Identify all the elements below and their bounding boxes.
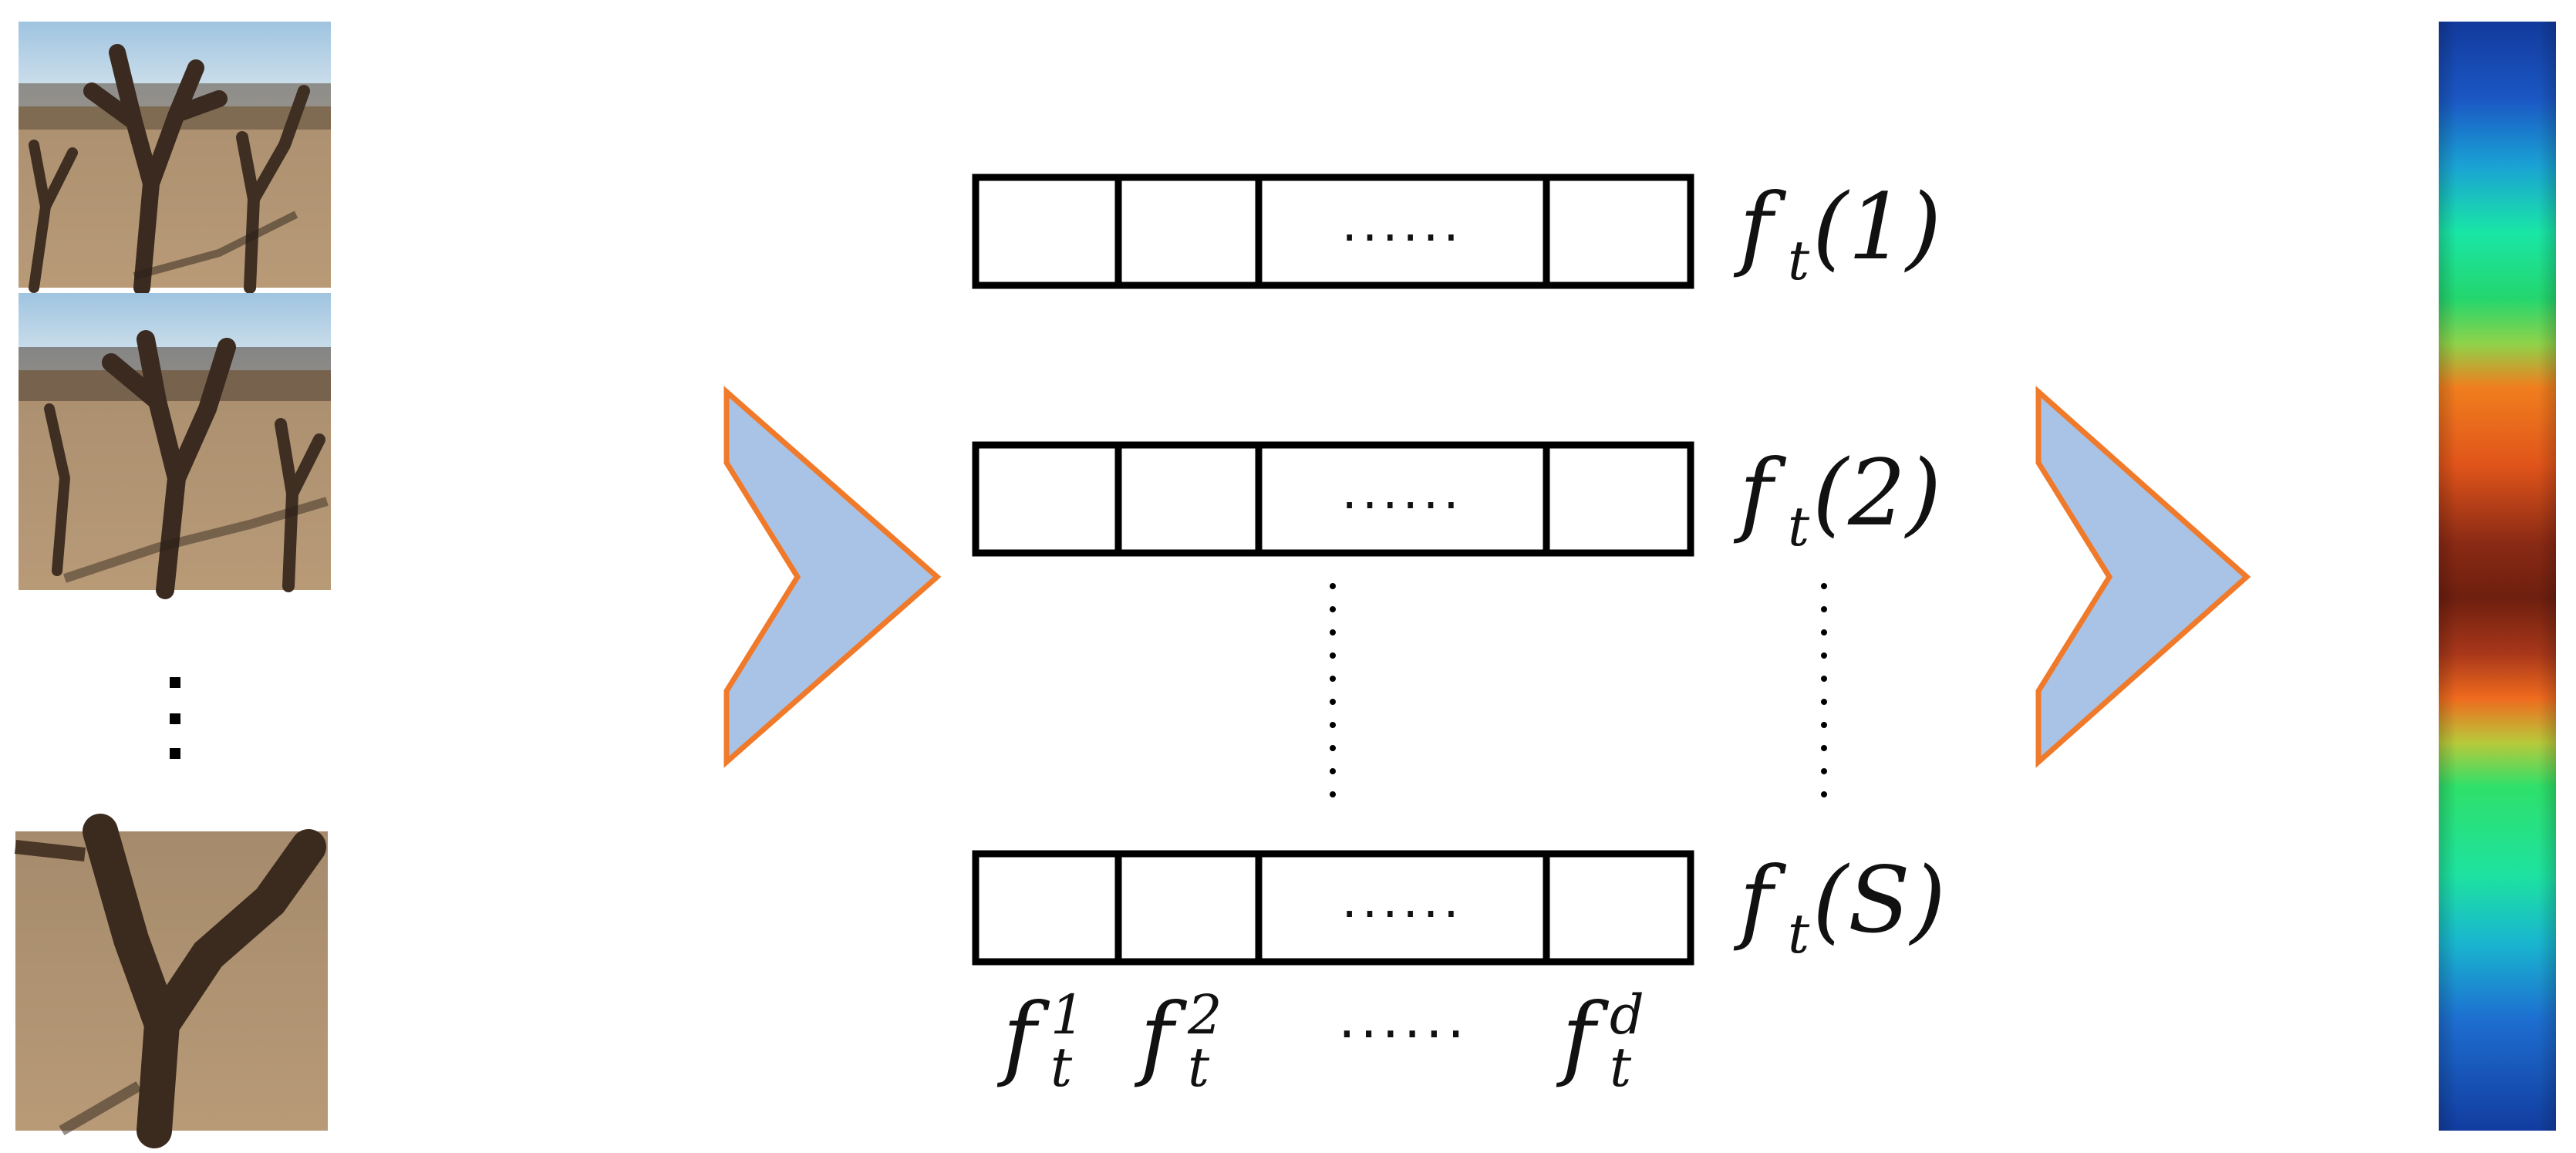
svg-text:d: d — [1610, 983, 1644, 1047]
svg-text:(S): (S) — [1812, 847, 1946, 953]
svg-text:f: f — [1134, 983, 1188, 1090]
feature-cell-ellipsis: ...... — [1341, 872, 1463, 929]
feature-row-box — [972, 174, 1694, 289]
svg-text:t: t — [1788, 495, 1810, 558]
column-label-2: f t 2 — [1134, 983, 1222, 1099]
svg-text:(1): (1) — [1812, 174, 1941, 280]
feature-row-1: ...... — [972, 174, 1694, 289]
feature-cell-ellipsis: ...... — [1341, 196, 1463, 253]
feature-row-S: ...... — [972, 850, 1694, 966]
svg-text:t: t — [1788, 902, 1810, 966]
right-chevron-arrow — [2035, 386, 2251, 768]
feature-cell-ellipsis: ...... — [1341, 464, 1463, 521]
column-label-d: f t d — [1556, 983, 1644, 1099]
svg-text:f: f — [996, 983, 1050, 1090]
column-labels-ellipsis: ...... — [1338, 987, 1469, 1050]
svg-text:t: t — [1610, 1036, 1632, 1099]
svg-text:t: t — [1050, 1036, 1073, 1099]
vertical-ellipsis-lines — [1330, 583, 1827, 821]
svg-text:f: f — [1733, 174, 1787, 280]
row-label-1: f t (1) — [1733, 174, 1941, 292]
feature-row-box — [972, 441, 1694, 557]
svg-text:2: 2 — [1187, 983, 1222, 1047]
svg-text:f: f — [1733, 847, 1787, 953]
svg-text:f: f — [1733, 440, 1787, 546]
svg-text:t: t — [1188, 1036, 1210, 1099]
row-label-S: f t (S) — [1733, 847, 1946, 966]
svg-text:f: f — [1556, 983, 1610, 1090]
feature-rows: .................. — [972, 174, 1694, 966]
photo-frame-2 — [19, 293, 331, 599]
column-label-1: f t 1 — [996, 983, 1085, 1099]
photo-frame-last — [15, 814, 328, 1148]
svg-text:t: t — [1788, 229, 1810, 292]
svg-text:1: 1 — [1050, 983, 1085, 1047]
photo-frame-1 — [19, 22, 331, 296]
feature-row-box — [972, 850, 1694, 966]
frames-ellipsis — [170, 677, 180, 759]
feature-row-2: ...... — [972, 441, 1694, 557]
left-chevron-arrow — [723, 386, 942, 768]
svg-text:(2): (2) — [1812, 440, 1941, 546]
row-label-2: f t (2) — [1733, 440, 1941, 558]
heatmap-bar — [2439, 22, 2556, 1131]
